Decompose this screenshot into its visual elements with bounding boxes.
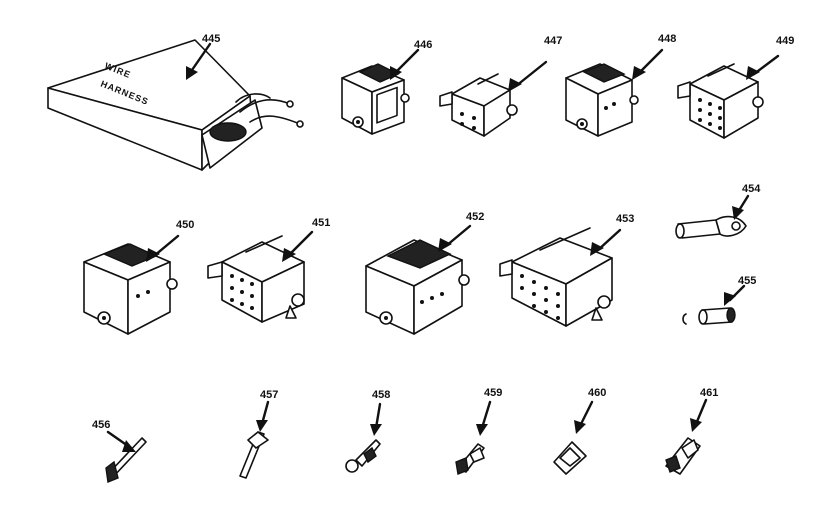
label-454: 454 (742, 183, 761, 195)
label-446: 446 (414, 39, 432, 51)
arrow-452 (438, 224, 472, 252)
label-452: 452 (466, 211, 484, 223)
label-459: 459 (484, 387, 502, 399)
part-450-connector-housing (83, 243, 178, 335)
label-449: 449 (776, 35, 794, 47)
part-460-terminal (553, 441, 587, 475)
arrow-455 (724, 284, 746, 306)
arrow-450 (146, 234, 180, 262)
part-451-connector-plug (207, 235, 305, 323)
arrow-447 (508, 60, 548, 92)
pin-holes-449 (698, 98, 722, 130)
label-448: 448 (658, 33, 676, 45)
label-461: 461 (700, 387, 718, 399)
part-452-connector-housing (365, 239, 470, 335)
arrow-461 (690, 398, 708, 432)
part-448-connector-housing (565, 63, 639, 137)
label-450: 450 (176, 219, 194, 231)
part-445-wire-harness-box: WIRE HARNESS (47, 39, 304, 171)
part-459-terminal (455, 443, 485, 475)
pin-holes-453 (520, 274, 560, 320)
part-461-terminal (665, 437, 701, 475)
arrow-459 (476, 400, 492, 436)
part-447-connector-plug (439, 73, 518, 137)
arrow-460 (574, 400, 594, 434)
arrow-458 (370, 402, 382, 436)
label-455: 455 (738, 275, 756, 287)
arrow-445 (186, 42, 212, 80)
label-445: 445 (202, 33, 220, 45)
label-451: 451 (312, 217, 330, 229)
part-446-connector-housing (341, 63, 410, 135)
label-447: 447 (544, 35, 562, 47)
part-455-terminal (682, 307, 736, 325)
arrow-448 (632, 48, 664, 80)
label-460: 460 (588, 387, 606, 399)
arrow-454 (732, 194, 750, 220)
arrow-446 (390, 48, 420, 80)
part-457-terminal-pin (239, 431, 269, 479)
label-457: 457 (260, 389, 278, 401)
part-456-terminal-pin (105, 437, 147, 483)
arrow-456 (106, 430, 136, 452)
arrow-451 (282, 230, 314, 262)
part-453-connector-plug (499, 227, 613, 327)
arrow-449 (746, 54, 780, 80)
pin-holes-451 (230, 274, 254, 310)
arrow-453 (590, 228, 622, 256)
label-456: 456 (92, 419, 110, 431)
label-453: 453 (616, 213, 634, 225)
label-458: 458 (372, 389, 390, 401)
arrow-457 (256, 400, 270, 432)
part-458-ring-terminal (345, 439, 381, 473)
part-449-connector-plug (677, 63, 764, 139)
part-454-terminal (675, 215, 747, 239)
